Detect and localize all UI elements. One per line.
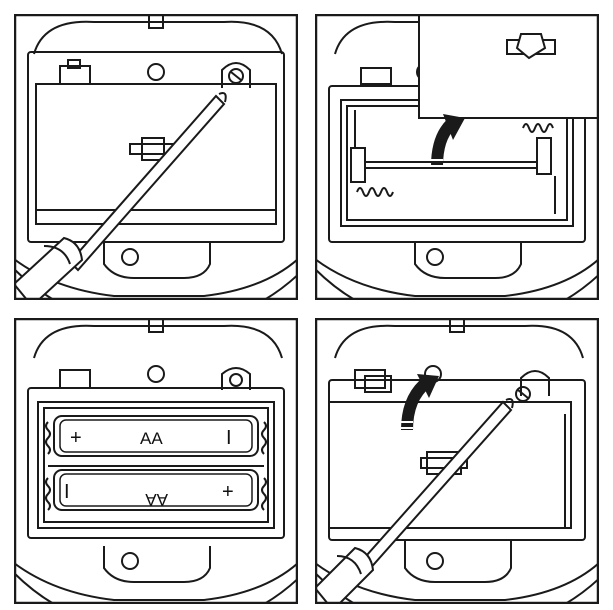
battery-bottom-polarity-right: +	[222, 481, 234, 503]
battery-tray	[37, 401, 275, 529]
step-1-panel	[14, 14, 298, 300]
mount-hole-bottom	[121, 248, 139, 266]
lift-arrow	[431, 114, 465, 167]
battery-top-polarity-right: I	[226, 427, 232, 449]
aa-battery-bottom: I AA +	[53, 469, 259, 511]
step-3-illustration: + AA I I AA +	[14, 318, 298, 604]
close-arrow	[401, 374, 439, 431]
step-4-illustration	[315, 318, 599, 604]
cover-screw	[515, 386, 531, 402]
device-body	[14, 318, 298, 604]
step-3-panel: + AA I I AA +	[14, 318, 298, 604]
screwdriver	[14, 92, 227, 300]
screwdriver	[315, 398, 514, 604]
top-notch	[148, 14, 164, 29]
housing-frame	[27, 51, 285, 243]
step-4-panel	[315, 318, 599, 604]
spring-bottom-left	[356, 187, 394, 197]
step-2-illustration	[315, 14, 599, 300]
mount-hole-top	[147, 63, 165, 81]
lower-tab	[103, 242, 211, 279]
battery-bottom-label: AA	[145, 490, 168, 509]
clip-left	[59, 65, 91, 85]
aa-battery-top: + AA I	[53, 415, 259, 457]
step-1-illustration	[14, 14, 298, 300]
battery-bottom-polarity-left: I	[64, 481, 70, 503]
battery-top-polarity-left: +	[70, 427, 82, 449]
upper-housing	[33, 20, 283, 55]
screw-tab	[221, 62, 251, 88]
lifted-cover	[418, 14, 599, 119]
spring-top-right	[522, 123, 554, 133]
battery-top-label: AA	[140, 429, 163, 448]
cover-screw	[228, 68, 244, 84]
step-2-panel	[315, 14, 599, 300]
